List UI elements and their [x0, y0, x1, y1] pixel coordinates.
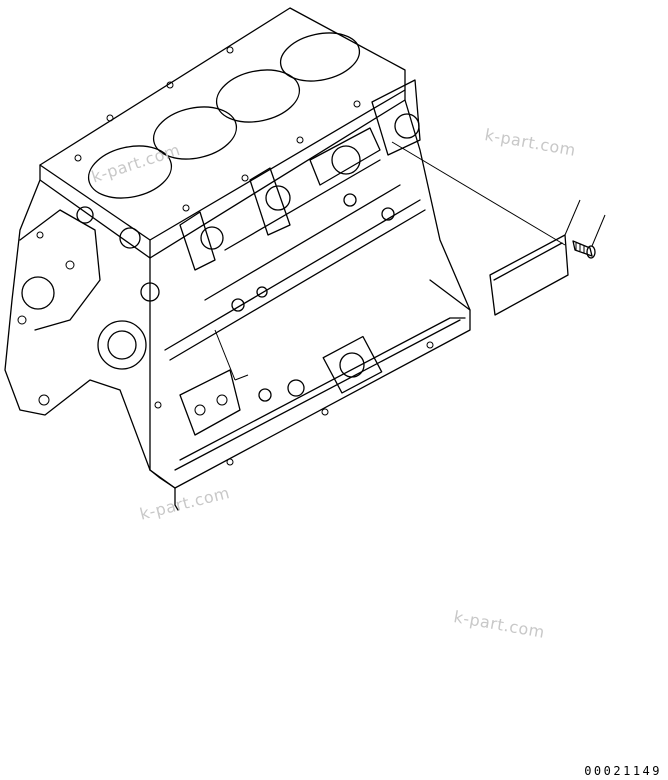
cylinder-block [4, 7, 471, 511]
cylinder-bores [87, 32, 361, 199]
name-plate-assembly [391, 141, 606, 316]
side-bosses [179, 79, 421, 312]
figure-number: 00021149 [584, 764, 662, 778]
lower-side-pads [154, 329, 434, 466]
deck-holes [74, 46, 361, 212]
drive-screw [572, 214, 606, 259]
front-face-details [17, 206, 160, 406]
